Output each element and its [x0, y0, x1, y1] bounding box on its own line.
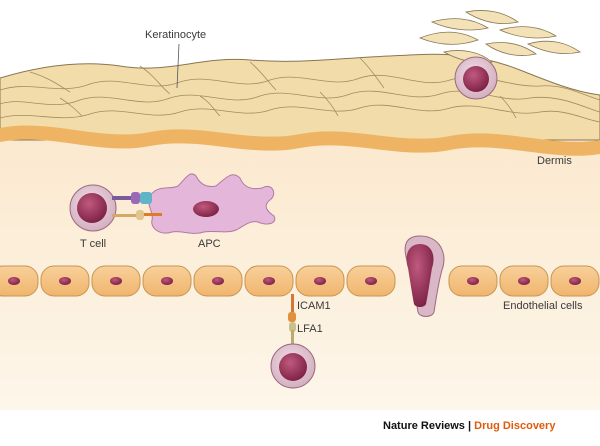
circulating-t-cell	[270, 343, 316, 389]
endothelial-nucleus	[467, 277, 479, 285]
endothelial-nucleus	[8, 277, 20, 285]
figure-credit: Nature Reviews | Drug Discovery	[383, 420, 555, 432]
dermis-label: Dermis	[537, 155, 572, 167]
lfa1-label: LFA1	[297, 323, 323, 335]
costimulatory-pair	[112, 210, 162, 220]
icam1-label: ICAM1	[297, 300, 331, 312]
keratinocyte-leader-line	[176, 43, 180, 89]
endothelial-nucleus	[263, 277, 275, 285]
apc-cell	[148, 173, 276, 234]
endothelial-nucleus	[569, 277, 581, 285]
endothelial-nucleus	[314, 277, 326, 285]
transmigrating-cell	[404, 235, 445, 317]
t-cell-label: T cell	[80, 238, 107, 250]
endothelial-cells-label: Endothelial cells	[503, 300, 583, 312]
endothelial-nucleus	[518, 277, 530, 285]
credit-journal: Nature Reviews	[383, 420, 465, 432]
tcr-mhc-pair	[112, 192, 152, 204]
endothelial-nucleus	[110, 277, 122, 285]
epidermal-t-cell	[454, 56, 498, 100]
credit-separator: |	[464, 420, 475, 432]
basement-membrane-band	[0, 125, 600, 156]
endothelial-cell-row	[0, 265, 600, 297]
endothelial-nucleus	[161, 277, 173, 285]
endothelial-nucleus	[59, 277, 71, 285]
t-cell	[69, 184, 117, 232]
epidermis-layer	[0, 53, 600, 141]
credit-section: Drug Discovery	[474, 420, 556, 432]
keratinocyte-label: Keratinocyte	[145, 29, 207, 41]
icam1-lfa1-pair	[288, 294, 296, 350]
endothelial-nucleus	[212, 277, 224, 285]
apc-label: APC	[198, 238, 221, 250]
endothelial-nucleus	[365, 277, 377, 285]
